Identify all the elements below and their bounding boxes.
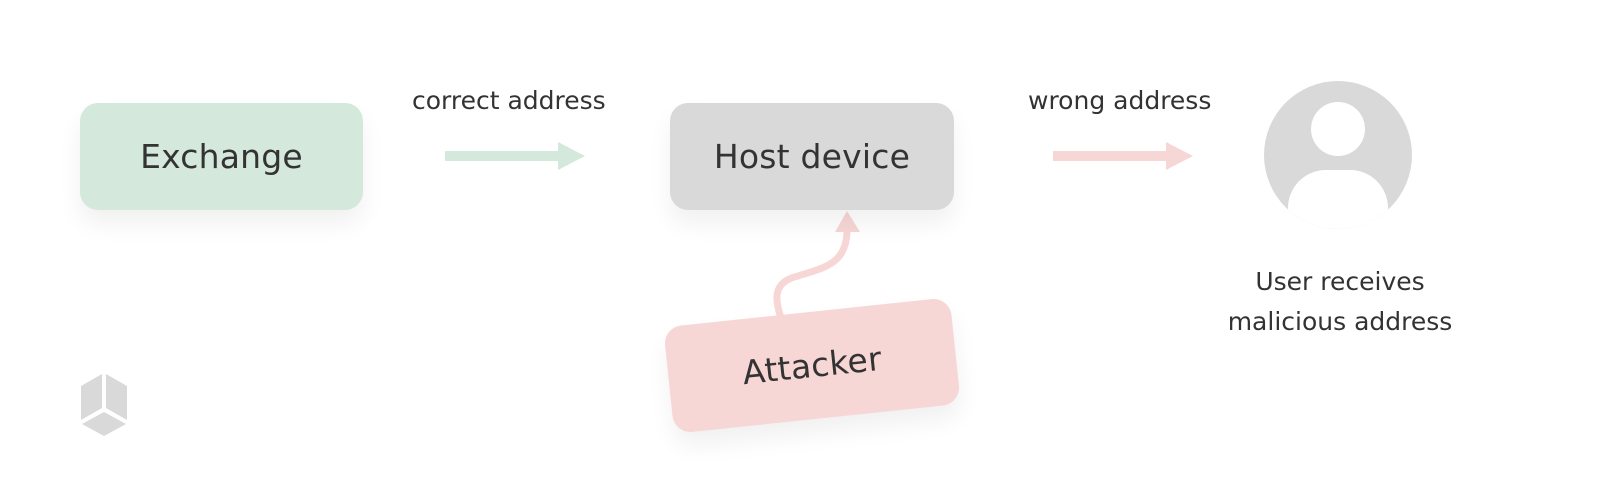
brand-logo-icon: [81, 374, 127, 436]
arrow-host-to-user: [1053, 142, 1193, 170]
user-avatar-icon: [1264, 81, 1412, 229]
host-device-label: Host device: [713, 137, 911, 176]
exchange-node: Exchange: [80, 103, 363, 210]
attacker-label: Attacker: [740, 338, 884, 393]
host-device-node: Host device: [670, 103, 954, 210]
user-caption-line1: User receives: [1255, 267, 1425, 296]
edge-label-wrong-address: wrong address: [1028, 86, 1212, 115]
arrow-exchange-to-host: [445, 142, 585, 170]
arrow-attacker-to-host: [773, 211, 860, 322]
user-caption-line2: malicious address: [1227, 307, 1453, 336]
user-caption: User receives malicious address: [1190, 262, 1490, 342]
exchange-label: Exchange: [140, 137, 303, 176]
edge-label-correct-address: correct address: [412, 86, 606, 115]
